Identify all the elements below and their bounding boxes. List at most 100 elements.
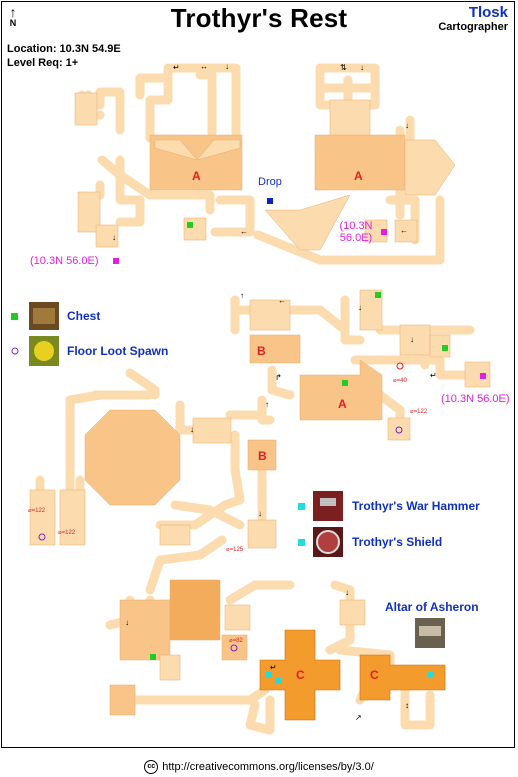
chest-marker [375, 292, 381, 298]
level-mark: ⌀=122 [28, 508, 46, 514]
svg-text:↓: ↓ [258, 509, 262, 518]
exit-marker [113, 258, 119, 264]
north-indicator: ↑ N [6, 4, 20, 28]
room [247, 519, 277, 549]
svg-text:↕: ↕ [405, 701, 409, 710]
room [387, 417, 411, 441]
rooms [29, 92, 491, 716]
corridor [65, 390, 105, 510]
markers [11, 198, 486, 684]
exit-marker [381, 229, 387, 235]
exit-coord-label: (10.3N 56.0E) [441, 393, 510, 405]
room [359, 289, 383, 331]
floor-loot-marker [11, 347, 403, 652]
corridor [315, 63, 380, 153]
chest-legend-icon [29, 302, 59, 330]
corridor [77, 63, 241, 145]
svg-text:↱: ↱ [275, 373, 282, 382]
level-mark: ⌀=125 [226, 547, 244, 553]
altar-icon [415, 618, 445, 648]
drop-marker [267, 198, 273, 204]
level-marks: ⌀=40 ⌀=122 ⌀=122 ⌀=122 ⌀=125 ⌀=82 [28, 378, 428, 644]
war-hammer-swatch [298, 503, 305, 510]
svg-text:↑: ↑ [240, 291, 244, 300]
direction-arrows: ↵↔↓ ⇅↓↓ ↓←← ↑←↓ ↓↵↱ ↑↓↓ ↓↓↕ ↵↗ [112, 62, 437, 722]
room-letter: C [370, 668, 379, 682]
author-name: Tlosk [468, 4, 508, 21]
room [329, 99, 371, 136]
room-letter: A [192, 169, 201, 183]
svg-text:↗: ↗ [355, 713, 362, 722]
license-link[interactable]: http://creativecommons.org/licenses/by/3… [162, 760, 374, 773]
corridor [115, 170, 255, 237]
legend-war-hammer-label: Trothyr's War Hammer [352, 499, 480, 513]
room [404, 139, 456, 196]
corridor [225, 580, 295, 605]
room [154, 139, 241, 161]
room-letter: C [296, 668, 305, 682]
location-text: Location: 10.3N 54.9E [7, 43, 121, 55]
shield-icon [313, 527, 343, 557]
room [221, 634, 248, 661]
room-letter: B [258, 449, 267, 463]
svg-text:↓: ↓ [125, 618, 129, 627]
cc-icon: cc [144, 760, 159, 774]
svg-text:↓: ↓ [190, 425, 194, 434]
room [399, 324, 431, 356]
room [314, 134, 406, 191]
legend-altar-label: Altar of Asheron [385, 600, 479, 614]
room [359, 654, 446, 701]
chest-marker [442, 345, 448, 351]
room [192, 417, 232, 444]
level-mark: ⌀=122 [410, 409, 428, 415]
corridor [245, 695, 275, 735]
corridor [120, 685, 270, 705]
room [224, 604, 251, 631]
svg-text:←: ← [400, 226, 408, 235]
author-role: Cartographer [438, 21, 508, 33]
room [249, 334, 301, 364]
exit-coord-label: (10.3N 56.0E) [30, 255, 99, 267]
room-letter: A [338, 397, 347, 411]
shield-swatch [298, 539, 305, 546]
page-title: Trothyr's Rest [170, 3, 348, 33]
exit-coord-label: (10.3N 56.0E) [339, 220, 373, 244]
svg-text:↓: ↓ [410, 335, 414, 344]
map-frame [1, 1, 515, 748]
corridor [97, 155, 125, 180]
corridor [257, 395, 275, 425]
room [74, 92, 98, 126]
room [429, 334, 451, 358]
corridor [400, 685, 435, 730]
corridor [83, 87, 145, 227]
room [264, 194, 351, 251]
corridor [170, 500, 245, 530]
room [159, 524, 191, 546]
room [159, 654, 181, 681]
author-block: Tlosk Cartographer [438, 4, 508, 33]
exit-marker [480, 373, 486, 379]
room [109, 684, 136, 716]
drop-label: Drop [258, 176, 282, 188]
room [183, 217, 207, 241]
corridor [267, 365, 295, 400]
corridor [145, 535, 227, 595]
level-mark: ⌀=40 [393, 378, 407, 384]
room-letters: A A A B B C C [192, 169, 379, 682]
corridor [230, 295, 365, 345]
north-arrow-icon: ↑ [9, 4, 17, 20]
level-requirement: Level Req: 1+ [7, 57, 79, 69]
north-label: N [9, 18, 17, 28]
room-letter: A [354, 169, 363, 183]
svg-text:↵: ↵ [270, 663, 277, 672]
svg-text:↓: ↓ [360, 63, 364, 72]
room [339, 599, 366, 626]
item-marker [266, 672, 272, 678]
room [29, 489, 56, 546]
svg-text:↵: ↵ [173, 63, 180, 72]
room [247, 439, 277, 471]
map-info: Location: 10.3N 54.9E Level Req: 1+ [7, 42, 121, 70]
level-mark: ⌀=82 [229, 638, 243, 644]
